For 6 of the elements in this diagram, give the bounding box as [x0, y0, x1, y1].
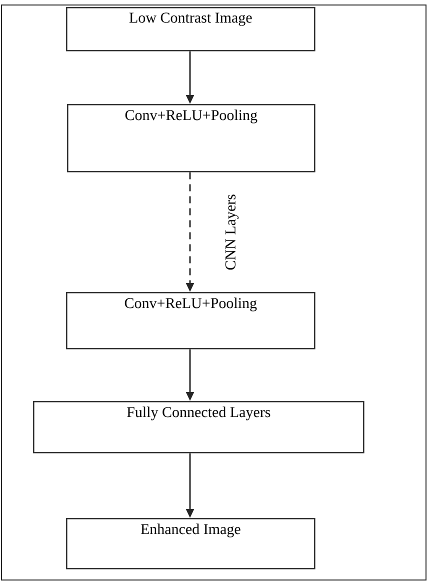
process-box: Enhanced Image [66, 518, 316, 570]
edge-label: CNN Layers [224, 193, 240, 272]
process-box: Low Contrast Image [66, 7, 316, 52]
process-box: Fully Connected Layers [33, 401, 364, 454]
process-box: Conv+ReLU+Pooling [67, 104, 316, 172]
process-box: Conv+ReLU+Pooling [66, 292, 316, 350]
